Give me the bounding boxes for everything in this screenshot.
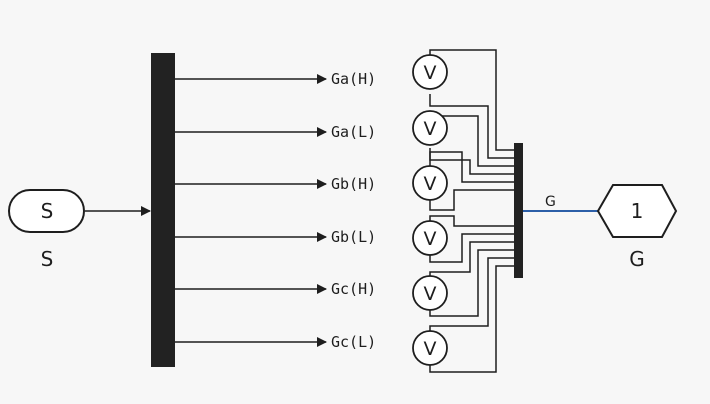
demux-output-5[interactable]: Gc(H) <box>175 280 376 298</box>
voltmeter-symbol: V <box>424 338 437 360</box>
voltmeter-5[interactable]: V <box>412 275 448 311</box>
voltmeter-6[interactable]: V <box>412 330 448 366</box>
voltmeter-symbol: V <box>424 228 437 250</box>
voltmeter-1[interactable]: V <box>412 54 448 90</box>
mux-block[interactable] <box>514 143 523 278</box>
output-port-text: 1 <box>631 199 644 223</box>
demux-output-6[interactable]: Gc(L) <box>175 333 376 351</box>
output-port-label: G <box>629 247 645 271</box>
voltmeter-3[interactable]: V <box>412 165 448 201</box>
output-port-block[interactable]: 1 <box>596 184 678 238</box>
goto-tag-label: Gc(L) <box>331 333 376 351</box>
voltmeter-symbol: V <box>424 62 437 84</box>
demux-output-1[interactable]: Ga(H) <box>175 70 376 88</box>
voltmeter-4[interactable]: V <box>412 220 448 256</box>
source-port-text: S <box>41 199 54 223</box>
demux-output-3[interactable]: Gb(H) <box>175 175 376 193</box>
demux-output-4[interactable]: Gb(L) <box>175 228 376 246</box>
goto-tag-label: Gb(H) <box>331 175 376 193</box>
demux-block[interactable] <box>151 53 175 367</box>
source-port-block[interactable]: S <box>8 189 85 233</box>
voltmeter-symbol: V <box>424 118 437 140</box>
goto-tag-label: Gb(L) <box>331 228 376 246</box>
goto-tag-label: Ga(H) <box>331 70 376 88</box>
voltmeter-2[interactable]: V <box>412 110 448 146</box>
goto-tag-label: Gc(H) <box>331 280 376 298</box>
goto-tag-label: Ga(L) <box>331 123 376 141</box>
demux-output-2[interactable]: Ga(L) <box>175 123 376 141</box>
voltmeter-symbol: V <box>424 173 437 195</box>
source-port-label: S <box>41 247 54 271</box>
signal-label: G <box>545 194 556 210</box>
voltmeter-wires <box>429 49 514 373</box>
voltmeter-symbol: V <box>424 283 437 305</box>
